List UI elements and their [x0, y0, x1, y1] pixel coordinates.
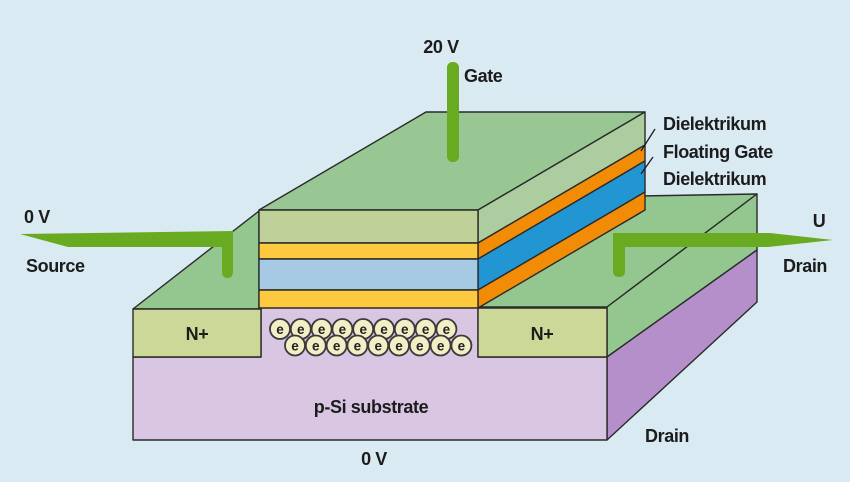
electron-symbol: e: [401, 322, 409, 337]
nplus-drain-region: [477, 307, 608, 358]
floating-gate-label: Floating Gate: [663, 142, 773, 162]
nplus-drain-label: N+: [531, 324, 554, 344]
drain-label: Drain: [783, 256, 827, 276]
dielectric-top-leader-line: [640, 128, 656, 152]
dielectric-top-front-face: [258, 242, 479, 260]
source-voltage-label: 0 V: [24, 207, 50, 227]
dielectric-bottom-label: Dielektrikum: [663, 169, 766, 189]
dielectric-top-label: Dielektrikum: [663, 114, 766, 134]
electron-symbol: e: [416, 338, 424, 353]
electron-symbol: e: [437, 338, 445, 353]
electron-symbol: e: [374, 338, 382, 353]
drain-bottom-label: Drain: [645, 426, 689, 446]
electron-symbol: e: [380, 322, 388, 337]
electron-symbol: e: [395, 338, 403, 353]
drain-voltage-label: U: [813, 211, 826, 231]
nplus-source-label: N+: [186, 324, 209, 344]
electron-symbol: e: [276, 322, 284, 337]
gate-contact-bar: [447, 62, 459, 162]
dielectric-bottom-front-face: [258, 289, 479, 309]
electron-symbol: e: [297, 322, 305, 337]
electron-symbol: e: [312, 338, 320, 353]
nplus-source-region: [132, 308, 262, 358]
source-label: Source: [26, 256, 85, 276]
substrate-label: p-Si substrate: [314, 397, 429, 417]
floating-gate-leader-line: [640, 156, 654, 175]
electron: [450, 334, 473, 357]
electron-symbol: e: [291, 338, 299, 353]
gate-voltage-label: 20 V: [423, 37, 459, 57]
electron-symbol: e: [458, 338, 466, 353]
electron-symbol: e: [443, 322, 451, 337]
substrate-voltage-label: 0 V: [361, 449, 387, 469]
control-gate-front-face: [258, 209, 479, 244]
floating-gate-front-face: [258, 258, 479, 291]
electron-symbol: e: [354, 338, 362, 353]
drain-contact-bar: [613, 233, 833, 277]
gate-label: Gate: [464, 66, 503, 86]
electron-symbol: e: [422, 322, 430, 337]
electron-symbol: e: [359, 322, 367, 337]
source-contact-bar: [20, 231, 233, 278]
electron-symbol: e: [333, 338, 341, 353]
electron-symbol: e: [339, 322, 347, 337]
electron-symbol: e: [318, 322, 326, 337]
